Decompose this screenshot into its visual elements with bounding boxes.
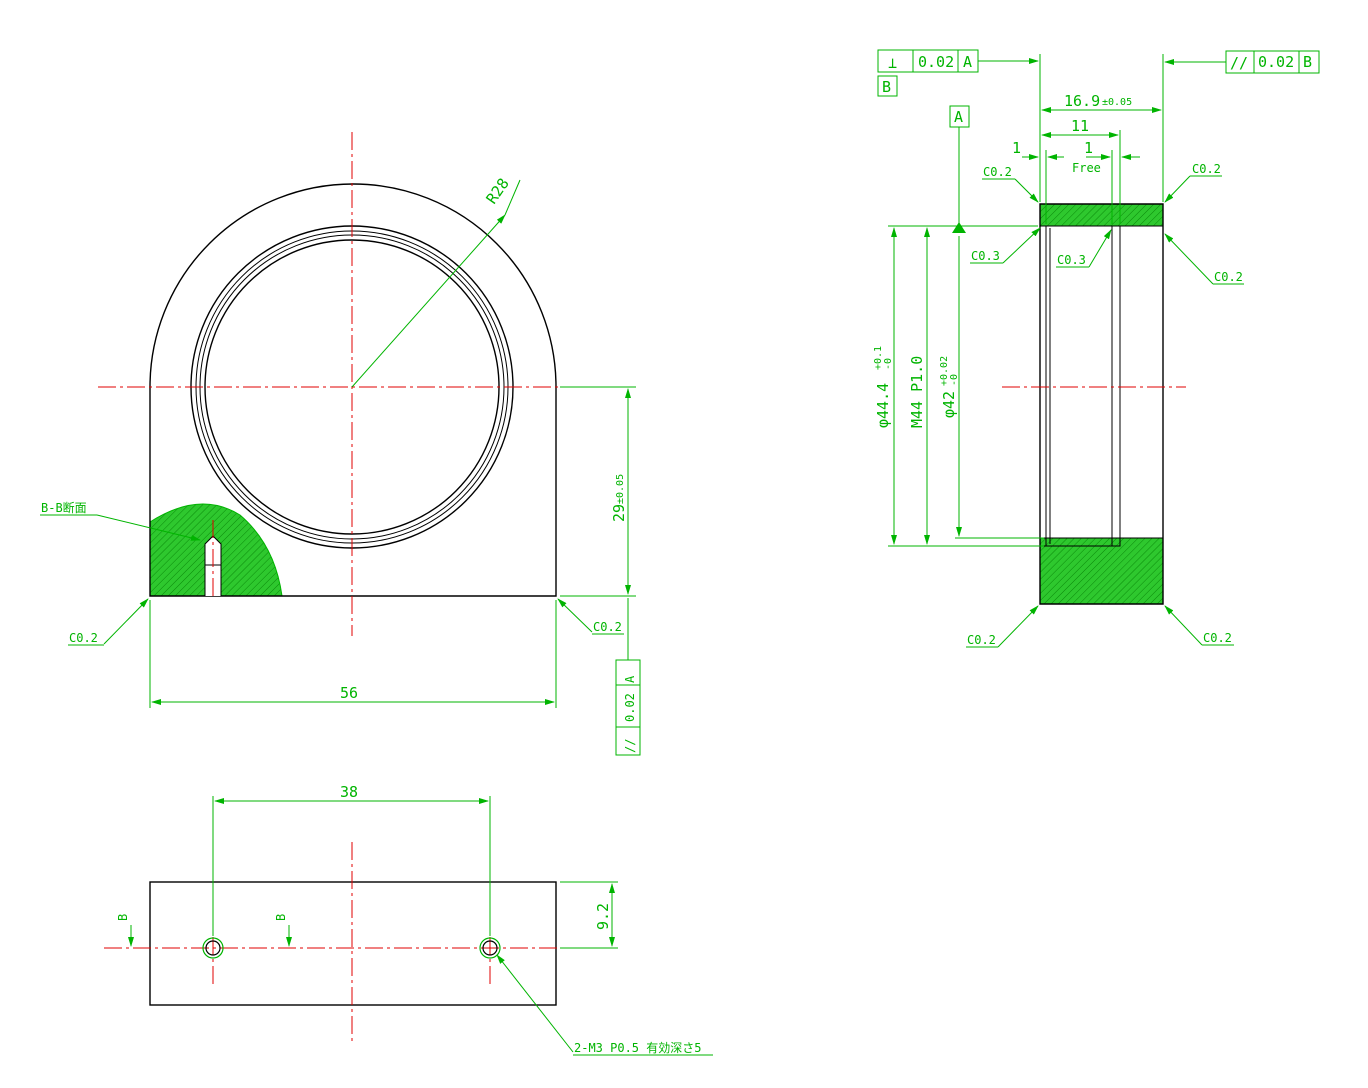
parallelism-frame-side: // 0.02 B bbox=[1164, 50, 1320, 74]
side-hatch-bottom bbox=[1039, 537, 1164, 605]
front-view: R28 B-B断面 C0.2 C0.2 56 29 ±0.05 bbox=[40, 132, 641, 756]
svg-text:C0.2: C0.2 bbox=[1203, 631, 1232, 645]
svg-text:A: A bbox=[963, 53, 972, 71]
free-label: Free bbox=[1072, 161, 1101, 175]
svg-text:+0.1: +0.1 bbox=[873, 346, 884, 370]
radius-label: R28 bbox=[483, 175, 513, 208]
height-tol-label: ±0.05 bbox=[615, 474, 626, 504]
bottom-outline bbox=[149, 881, 557, 1006]
svg-text://: // bbox=[1230, 54, 1248, 72]
groove-right-label: 1 bbox=[1084, 139, 1093, 157]
thread-note: 2-M3 P0.5 有効深さ5 bbox=[574, 1040, 701, 1055]
svg-text:C0.2: C0.2 bbox=[1214, 270, 1243, 284]
outer-dia-label: φ44.4 bbox=[874, 383, 892, 428]
datum-a-label: A bbox=[954, 108, 963, 126]
svg-text:C0.2: C0.2 bbox=[967, 633, 996, 647]
thread-spec-label: M44 P1.0 bbox=[908, 356, 926, 428]
width-label: 56 bbox=[340, 684, 358, 702]
hole-left bbox=[202, 937, 224, 959]
svg-text:B: B bbox=[1303, 53, 1312, 71]
perpendicularity-frame: ⊥ 0.02 A B bbox=[877, 49, 1039, 97]
hole-spacing-label: 38 bbox=[340, 783, 358, 801]
svg-text:C0.2: C0.2 bbox=[983, 165, 1012, 179]
chamfer-right-label: C0.2 bbox=[593, 620, 622, 634]
svg-text:C0.3: C0.3 bbox=[1057, 253, 1086, 267]
svg-text:A: A bbox=[623, 675, 637, 683]
thread-length-label: 11 bbox=[1071, 117, 1089, 135]
section-mark-1: B bbox=[116, 914, 130, 921]
svg-text:0.02: 0.02 bbox=[623, 693, 637, 722]
length-tol-label: ±0.05 bbox=[1102, 97, 1132, 108]
groove-left-label: 1 bbox=[1012, 139, 1021, 157]
svg-text:-0: -0 bbox=[949, 374, 960, 386]
section-mark-2: B bbox=[274, 914, 288, 921]
hole-right bbox=[479, 937, 501, 959]
side-hatch-top bbox=[1039, 203, 1164, 227]
svg-text:-0: -0 bbox=[883, 358, 894, 370]
front-outline bbox=[149, 183, 557, 597]
parallelism-frame-front: A 0.02 // bbox=[615, 659, 641, 756]
length-label: 16.9 bbox=[1064, 92, 1100, 110]
svg-text:0.02: 0.02 bbox=[1258, 53, 1294, 71]
chamfer-left-label: C0.2 bbox=[69, 631, 98, 645]
svg-text:⊥: ⊥ bbox=[888, 54, 897, 72]
svg-text://: // bbox=[623, 739, 637, 753]
height-label: 29 bbox=[610, 504, 628, 522]
svg-text:C0.3: C0.3 bbox=[971, 249, 1000, 263]
svg-text:0.02: 0.02 bbox=[918, 53, 954, 71]
side-view: ⊥ 0.02 A B // 0.02 B A 16.9 bbox=[873, 49, 1320, 648]
section-label: B-B断面 bbox=[41, 500, 87, 515]
depth-label: 9.2 bbox=[594, 903, 612, 930]
svg-text:C0.2: C0.2 bbox=[1192, 162, 1221, 176]
svg-text:+0.02: +0.02 bbox=[939, 356, 950, 386]
bottom-view: 38 9.2 B B 2-M3 P0.5 有効深さ5 bbox=[104, 783, 713, 1056]
inner-dia-label: φ42 bbox=[940, 391, 958, 418]
datum-b-label: B bbox=[882, 78, 891, 96]
